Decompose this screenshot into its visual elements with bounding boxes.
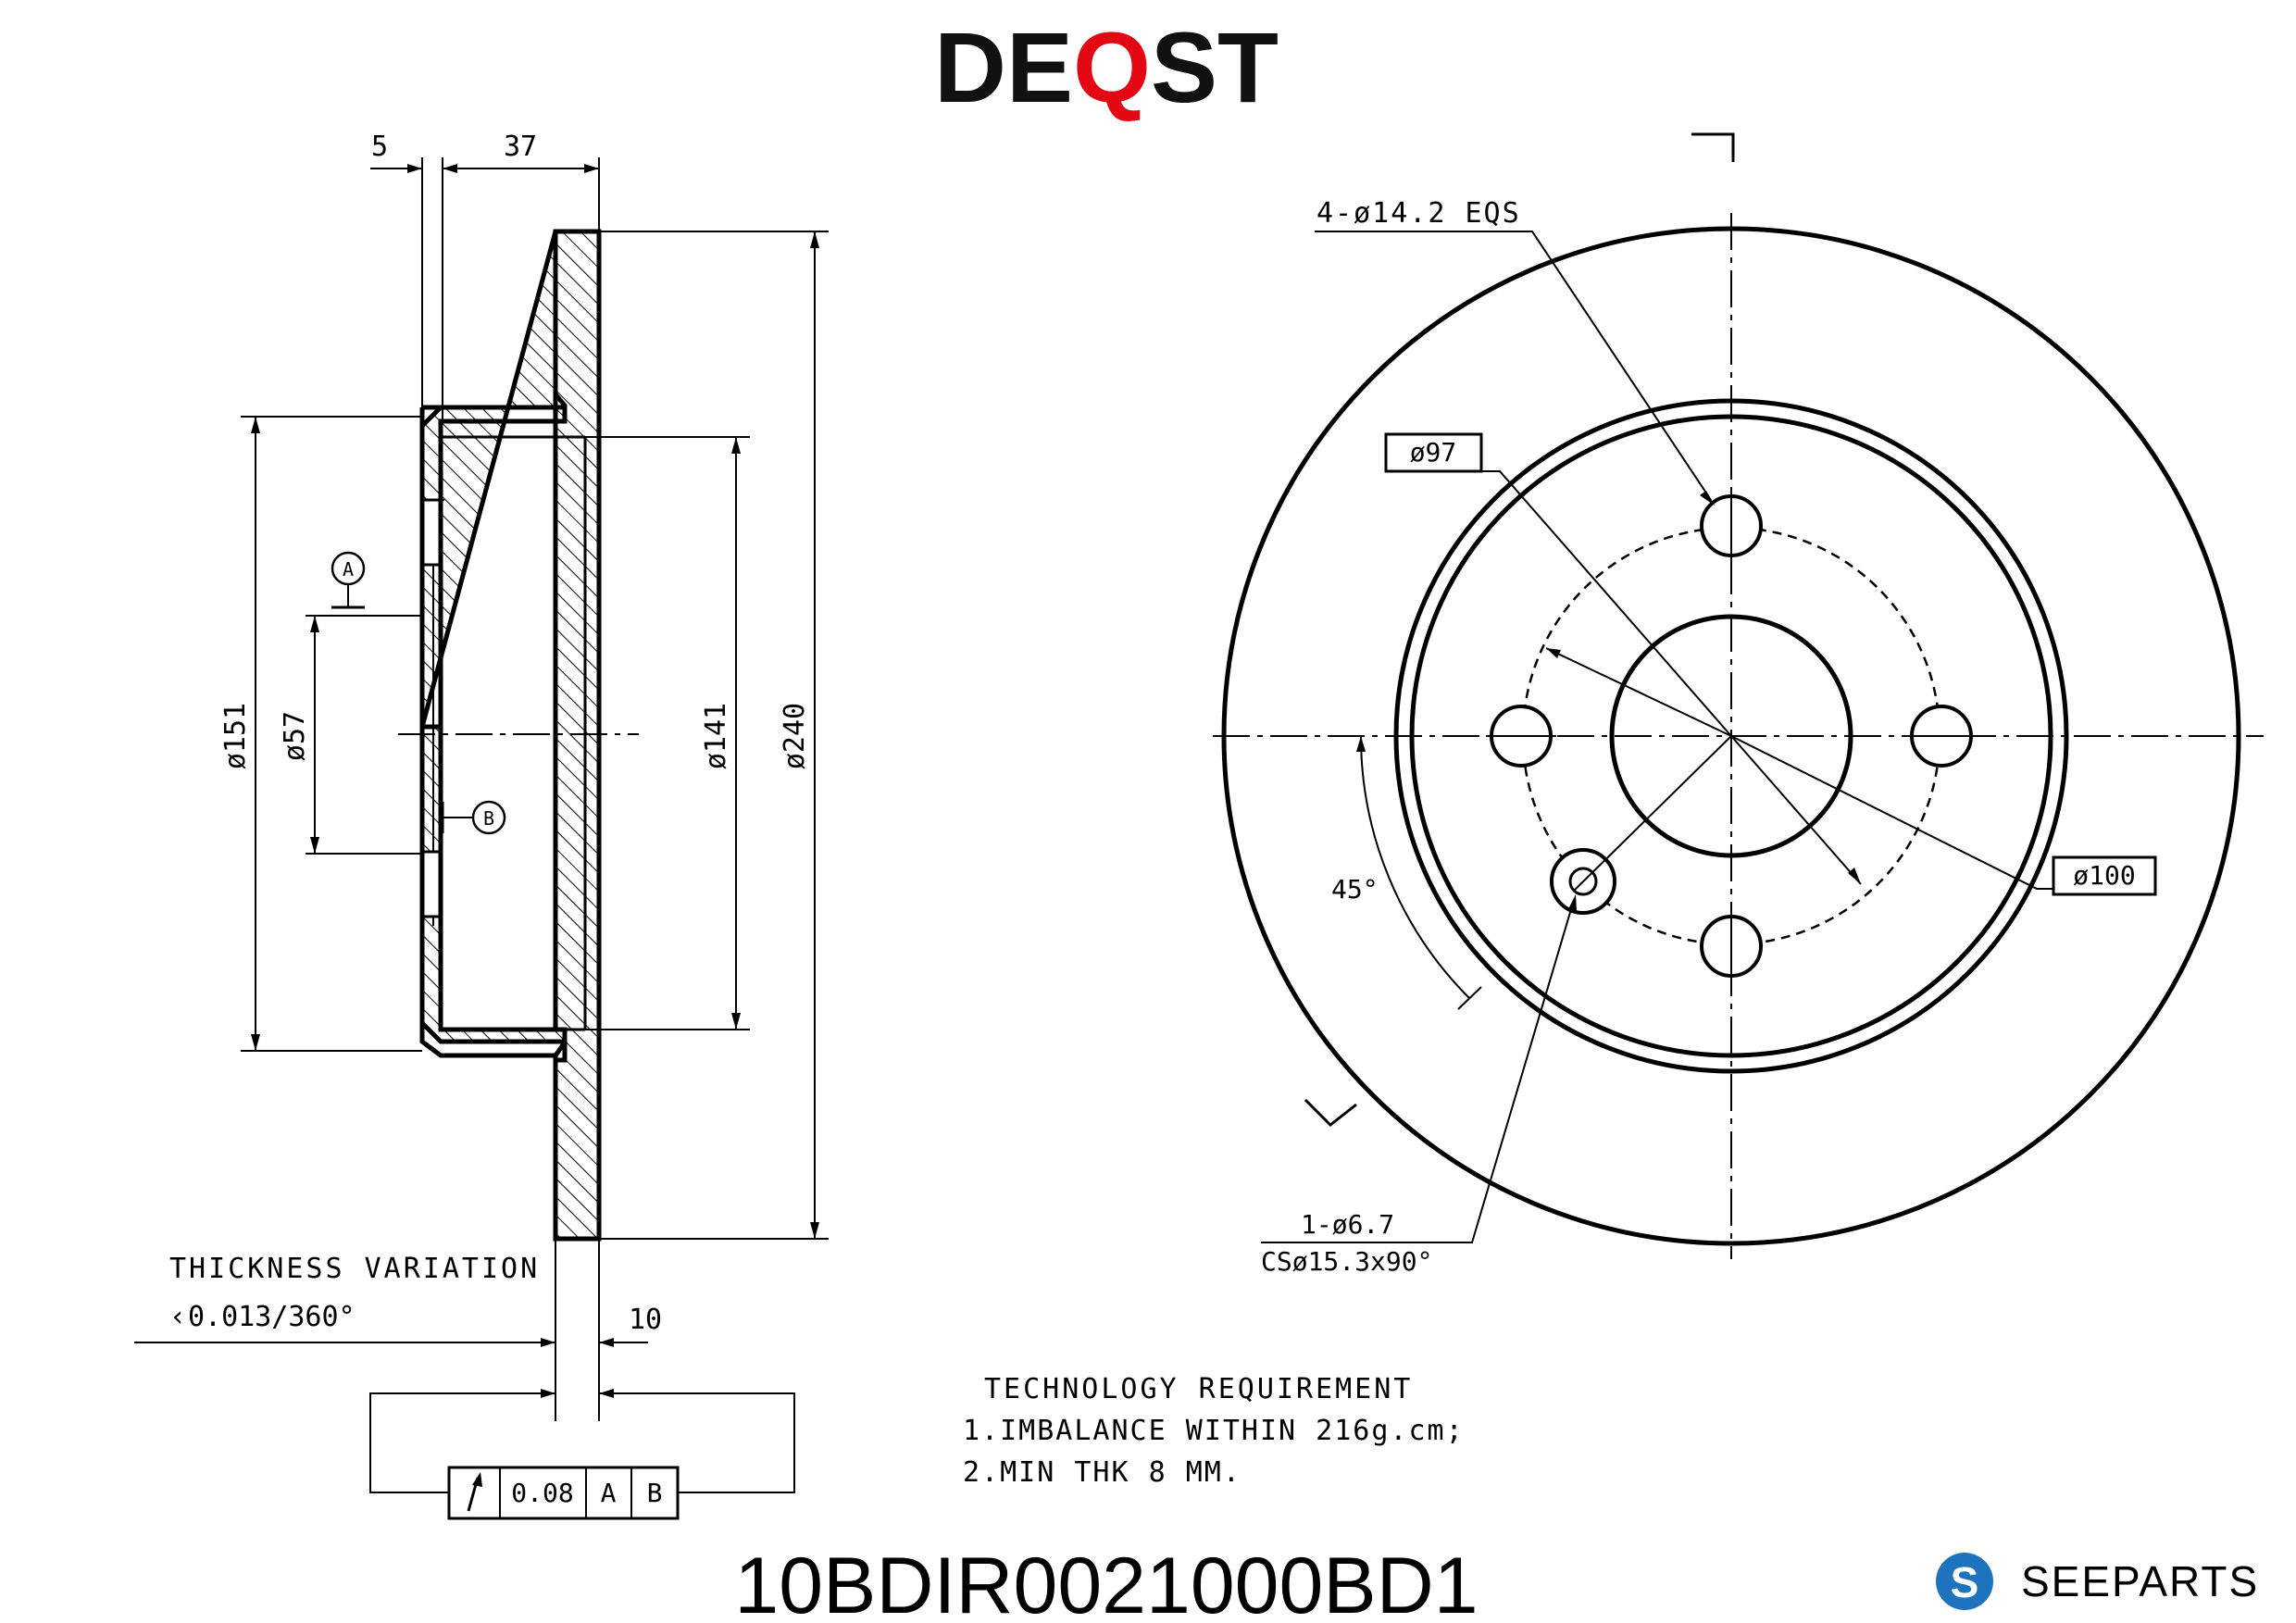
tech-req-line2: 2.MIN THK 8 MM.: [963, 1456, 1242, 1489]
dim-thickness: 10: [629, 1304, 662, 1336]
locating-hole-note-2: CSø15.3x90°: [1261, 1246, 1432, 1277]
datum-a-label: A: [343, 558, 354, 581]
seeparts-logo-letter: S: [1951, 1558, 1979, 1606]
tech-req-title: TECHNOLOGY REQUIREMENT: [984, 1373, 1413, 1405]
dim-d97: ø97: [1410, 437, 1457, 468]
angle-label: 45°: [1331, 874, 1379, 905]
runout-tolerance-frame: 0.08 A B: [447, 1466, 680, 1520]
seeparts-logo: S SEEPARTS: [1936, 1553, 2259, 1610]
seeparts-logo-icon: [1936, 1553, 1993, 1610]
dim-outer-diameter: ø240: [779, 703, 811, 769]
d97-box: [1384, 432, 1483, 473]
brand-q: Q: [1073, 11, 1151, 123]
runout-datum-1: A: [601, 1478, 617, 1508]
brand-part2: ST: [1151, 11, 1279, 123]
dim-hat-step: 5: [371, 131, 388, 163]
tech-req-line1: 1.IMBALANCE WITHIN 216g.cm;: [963, 1415, 1465, 1447]
seeparts-name: SEEPARTS: [2021, 1557, 2259, 1605]
runout-tolerance-value: 0.08: [511, 1478, 573, 1508]
brand-part1: DE: [934, 11, 1073, 123]
dim-offset: 37: [504, 131, 537, 163]
thickness-variation-title: THICKNESS VARIATION: [169, 1253, 540, 1285]
side-section-view: 5 37 ø240 ø141 ø151 ø57 A: [134, 131, 829, 1520]
locating-hole: [1568, 867, 1598, 896]
dim-hat-diameter: ø151: [219, 703, 252, 769]
face-view: 4-ø14.2 EQS ø97 ø100 45° 1-ø6.7 CSø15.3x…: [1213, 132, 2264, 1277]
thickness-variation-icon: ‹: [169, 1301, 186, 1333]
dim-inner-diameter: ø141: [700, 703, 732, 769]
bolt-holes-note: 4-ø14.2 EQS: [1316, 197, 1521, 230]
hat-outer-ring: [1393, 398, 2069, 1074]
hat-inner-ring: [1409, 414, 2053, 1058]
d100-box: [2052, 855, 2157, 896]
dim-center-bore: ø57: [279, 711, 311, 761]
datum-b-label: B: [483, 807, 494, 830]
brand-logo: DEQST: [934, 11, 1279, 123]
locating-hole-note-1: 1-ø6.7: [1301, 1209, 1394, 1240]
runout-datum-2: B: [647, 1478, 663, 1508]
center-bore: [1609, 614, 1853, 858]
dim-d100: ø100: [2073, 860, 2135, 891]
thickness-variation-value: 0.013/360°: [188, 1301, 356, 1333]
part-number: 10BDIR0021000BD1: [734, 1542, 1478, 1623]
runout-arrow-icon: [467, 1472, 482, 1512]
disc-outer-edge: [1221, 226, 2241, 1246]
